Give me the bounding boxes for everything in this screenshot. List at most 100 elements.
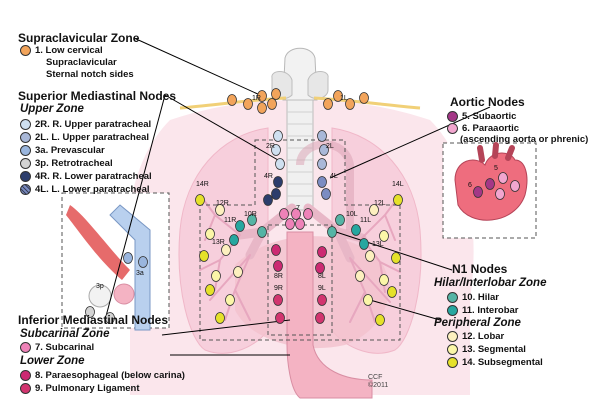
- diagram-label-12r: 12R: [216, 200, 229, 207]
- node-4r-17: [271, 188, 281, 200]
- diagram-label-12l: 12L: [374, 200, 386, 207]
- legend-dot-4r: [20, 171, 31, 182]
- node-9-50: [315, 312, 325, 324]
- diagram-label-4r: 4R: [264, 173, 273, 180]
- legend-dot-1: [20, 45, 31, 56]
- peripheral-zone-title: Peripheral Zone: [434, 317, 521, 329]
- esophagus: [286, 231, 373, 399]
- diagram-label-10r: 10R: [244, 211, 257, 218]
- upper-zone-title: Upper Zone: [20, 103, 84, 115]
- diagram-label-14l: 14L: [392, 181, 404, 188]
- legend-item-8-label: 8. Paraesophageal (below carina): [35, 369, 185, 381]
- node-13-60: [379, 230, 389, 242]
- aortic-arch: [296, 140, 354, 230]
- inferior-title: Inferior Mediastinal Nodes: [18, 313, 169, 327]
- node-10-35: [247, 214, 257, 226]
- diagram-label-6: 6: [468, 182, 472, 189]
- node-3p-23: [105, 312, 115, 324]
- node-1-5: [323, 98, 333, 110]
- node-12-52: [221, 244, 231, 256]
- node-1-4: [271, 88, 281, 100]
- node-13-59: [225, 294, 235, 306]
- legend-dot-2l: [20, 132, 31, 143]
- legend-item-14: 14. Subsegmental: [447, 357, 543, 368]
- legend-dot-13: [447, 344, 458, 355]
- node-8-44: [273, 260, 283, 272]
- node-7-32: [303, 208, 313, 220]
- inset-vessel: [109, 204, 151, 331]
- legend-item-7-label: 7. Subcarinal: [35, 341, 95, 353]
- legend-item-4r: 4R. R. Lower paratracheal: [20, 171, 152, 182]
- legend-dot-7: [20, 342, 31, 353]
- diagram-label-5: 5: [494, 165, 498, 172]
- node-3a-22: [138, 256, 148, 268]
- node-14-63: [195, 194, 205, 206]
- diagram-label-4l: 4L: [330, 173, 338, 180]
- node-10-38: [327, 226, 337, 238]
- node-1-2: [257, 90, 267, 102]
- node-11-39: [235, 220, 245, 232]
- legend-dot-5: [447, 111, 458, 122]
- node-9-49: [317, 294, 327, 306]
- leader-subcarinal: [161, 319, 291, 336]
- left-bronchus: [303, 203, 367, 263]
- legend-dot-3a: [20, 145, 31, 156]
- node-13-61: [379, 274, 389, 286]
- legend-item-5: 5. Subaortic: [447, 111, 516, 122]
- diagram-label-1r: 1R: [252, 95, 261, 102]
- node-7-33: [295, 218, 305, 230]
- node-14-68: [391, 252, 401, 264]
- diagram-label-13r: 13R: [212, 239, 225, 246]
- leader-superior: [164, 94, 279, 161]
- node-2l-15: [317, 158, 327, 170]
- legend-item-2l-label: 2L. L. Upper paratracheal: [35, 131, 150, 143]
- legend-item-13-label: 13. Segmental: [462, 343, 526, 355]
- node-9-47: [273, 294, 283, 306]
- legend-item-4r-label: 4R. R. Lower paratracheal: [35, 170, 152, 182]
- node-1-6: [333, 90, 343, 102]
- legend-item-12-label: 12. Lobar: [462, 330, 505, 342]
- node-4r-18: [263, 194, 273, 206]
- diagram-label-14r: 14R: [196, 181, 209, 188]
- inset-muscle: [66, 205, 130, 280]
- node-9-48: [275, 312, 285, 324]
- node-14-70: [375, 314, 385, 326]
- legend-dot-8: [20, 370, 31, 381]
- node-14-67: [393, 194, 403, 206]
- node-14-65: [205, 284, 215, 296]
- inset-aortic-arch-vessels: [477, 142, 515, 163]
- legend-item-11: 11. Interobar: [447, 305, 519, 316]
- diagram-label-10l: 10L: [346, 211, 358, 218]
- legend-dot-2r: [20, 119, 31, 130]
- legend-item-6-label: 6. Paraaortic: [462, 122, 520, 134]
- legend-item-10-label: 10. Hilar: [462, 291, 499, 303]
- legend-item-1-line3: Sternal notch sides: [46, 69, 134, 80]
- node-14-66: [215, 312, 225, 324]
- diagram-label-7: 7: [296, 205, 300, 212]
- legend-item-8: 8. Paraesophageal (below carina): [20, 370, 185, 381]
- node-7-31: [291, 208, 301, 220]
- node-6-29: [495, 188, 505, 200]
- diagram-label-2r: 2R: [266, 143, 275, 150]
- diagram-label-1l: 1L: [340, 95, 348, 102]
- node-11-40: [229, 234, 239, 246]
- node-1-1: [243, 98, 253, 110]
- diagram-label-2l: 2L: [326, 143, 334, 150]
- node-10-37: [335, 214, 345, 226]
- node-8-46: [315, 262, 325, 274]
- hilar-zone-title: Hilar/Interlobar Zone: [434, 277, 547, 289]
- node-11-41: [351, 224, 361, 236]
- node-8-43: [271, 244, 281, 256]
- node-2l-14: [319, 144, 329, 156]
- diagram-label-9r: 9R: [274, 285, 283, 292]
- supraclavicular-title: Supraclavicular Zone: [18, 31, 140, 45]
- diagram-label-13l: 13L: [372, 241, 384, 248]
- node-14-69: [387, 286, 397, 298]
- legend-item-5-label: 5. Subaortic: [462, 110, 517, 122]
- aortic-title: Aortic Nodes: [450, 95, 525, 109]
- node-12-53: [233, 266, 243, 278]
- legend-item-4l-label: 4L. L. Lower paratracheal: [35, 183, 150, 195]
- legend-item-11-label: 11. Interobar: [462, 304, 519, 316]
